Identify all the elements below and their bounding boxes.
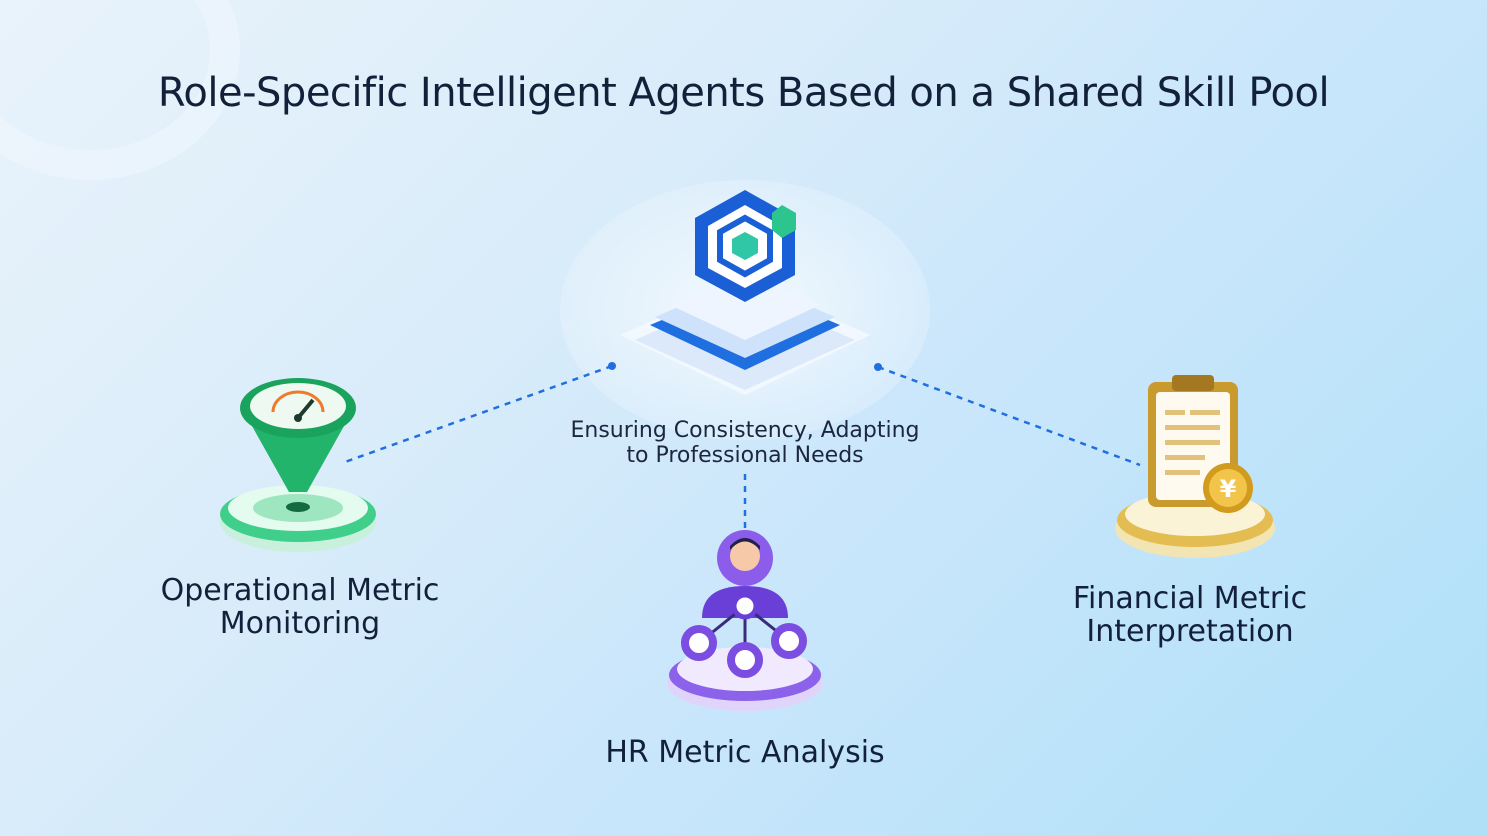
page-title: Role-Specific Intelligent Agents Based o… — [157, 70, 1330, 116]
hexagon-skill-pool-icon — [620, 190, 870, 395]
hub-caption-line2: to Professional Needs — [626, 443, 864, 468]
clipboard-yen-icon: ¥ — [1115, 375, 1275, 558]
hub-caption-line1: Ensuring Consistency, Adapting — [570, 418, 920, 443]
hub-caption: Ensuring Consistency, Adapting to Profes… — [520, 418, 970, 468]
connector-right-dot — [874, 363, 882, 371]
people-network-icon — [667, 530, 823, 711]
agent-operational-line2: Monitoring — [219, 606, 381, 641]
svg-text:¥: ¥ — [1220, 475, 1237, 503]
agent-operational-line1: Operational Metric — [160, 573, 440, 608]
agent-hr-label: HR Metric Analysis — [605, 735, 885, 770]
connector-right — [877, 365, 1141, 467]
agent-financial-label: Financial Metric Interpretation — [1020, 582, 1360, 648]
funnel-gauge-icon — [220, 378, 376, 552]
agent-financial-line2: Interpretation — [1086, 614, 1294, 649]
agent-operational-label: Operational Metric Monitoring — [130, 574, 470, 640]
connector-left-dot — [608, 362, 616, 370]
agent-financial-line1: Financial Metric — [1072, 581, 1308, 616]
